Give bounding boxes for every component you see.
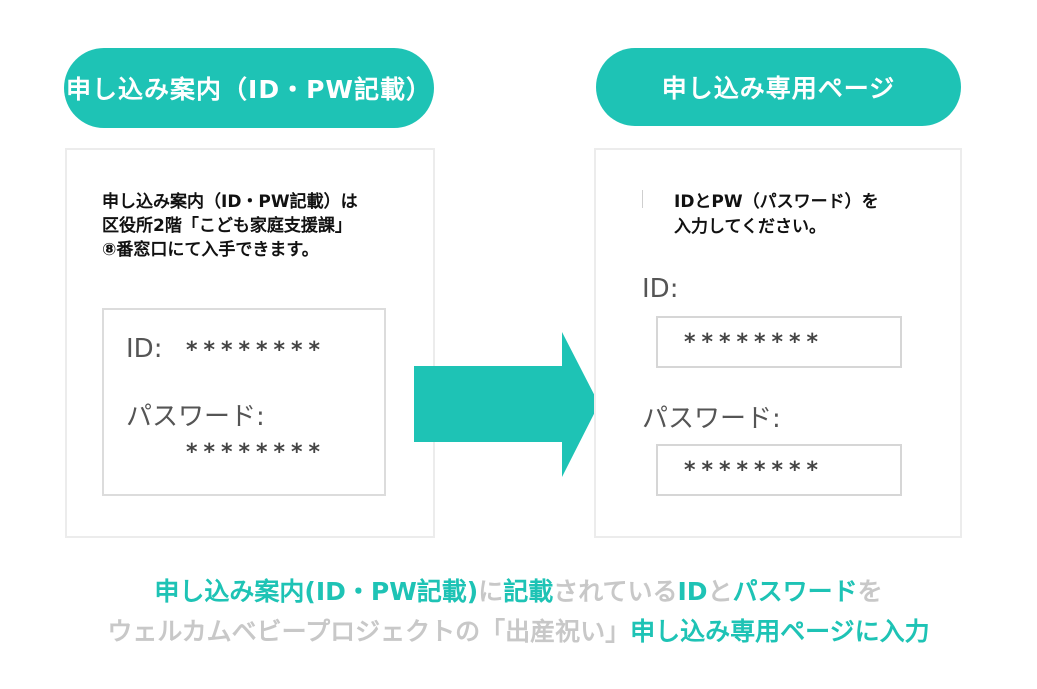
credentials-sample-box: ID: ******** パスワード: ********: [102, 308, 386, 496]
guide-header-label: 申し込み案内（ID・PW記載）: [66, 75, 432, 104]
sample-password-label: パスワード:: [126, 402, 265, 432]
password-input-value: ********: [684, 457, 825, 483]
guide-description: 申し込み案内（ID・PW記載）は 区役所2階「こども家庭支援課」 ⑧番窓口にて入…: [102, 190, 432, 262]
caption-segment: 申し込み専用ページに入力: [630, 617, 930, 646]
caption-line-1: 申し込み案内(ID・PW記載)に記載されているIDとパスワードを: [0, 572, 1037, 608]
id-input-value: ********: [684, 329, 825, 355]
caption-segment: を: [857, 577, 883, 606]
caption-line-2: ウェルカムベビープロジェクトの「出産祝い」申し込み専用ページに入力: [0, 612, 1037, 648]
password-input[interactable]: ********: [656, 444, 902, 496]
application-page-header-label: 申し込み専用ページ: [661, 74, 896, 103]
guide-header-pill: 申し込み案内（ID・PW記載）: [64, 48, 434, 128]
guide-card: 申し込み案内（ID・PW記載）は 区役所2階「こども家庭支援課」 ⑧番窓口にて入…: [65, 148, 435, 538]
id-field-label: ID:: [642, 274, 679, 304]
caption-segment: に: [478, 577, 504, 606]
instruction-line-1: IDとPW（パスワード）を: [674, 192, 879, 212]
guide-line-1: 申し込み案内（ID・PW記載）は: [102, 192, 358, 212]
right-arrow-icon: [414, 332, 599, 477]
caption-segment: 申し込み案内(ID・PW記載): [154, 577, 479, 606]
application-page-header-pill: 申し込み専用ページ: [596, 48, 961, 126]
caption-segment: 記載: [503, 577, 554, 606]
instruction-line-2: 入力してください。: [674, 217, 826, 237]
sample-id-value: ********: [186, 338, 327, 363]
id-input[interactable]: ********: [656, 316, 902, 368]
sample-password-value: ********: [186, 440, 327, 465]
form-instructions: IDとPW（パスワード）を 入力してください。: [674, 190, 954, 240]
caption-segment: パスワード: [732, 577, 858, 606]
guide-line-3: ⑧番窓口にて入手できます。: [102, 240, 319, 260]
sample-id-label: ID:: [126, 334, 163, 364]
password-field-label: パスワード:: [642, 404, 781, 434]
caption-segment: されている: [553, 577, 678, 606]
caption-segment: と: [707, 577, 733, 606]
caption-segment: ウェルカムベビープロジェクトの「出産祝い」: [107, 617, 631, 646]
text-cursor: [642, 190, 643, 208]
application-form-card: IDとPW（パスワード）を 入力してください。 ID: ******** パスワ…: [594, 148, 962, 538]
caption-segment: ID: [677, 577, 708, 606]
guide-line-2: 区役所2階「こども家庭支援課」: [102, 216, 352, 236]
